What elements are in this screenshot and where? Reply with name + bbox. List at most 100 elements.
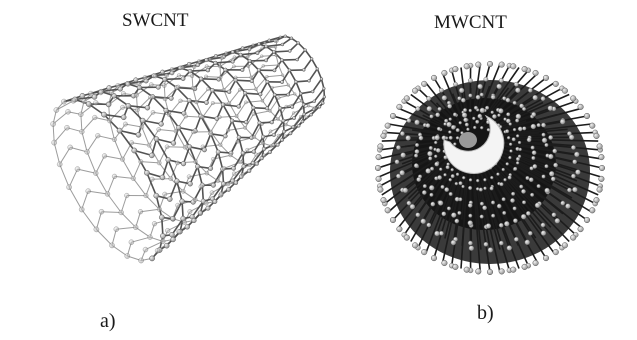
mwcnt-rim-atom — [487, 61, 493, 67]
swcnt-atom — [148, 235, 153, 240]
swcnt-bond — [250, 60, 266, 61]
swcnt-atom — [280, 59, 283, 62]
swcnt-atom — [253, 135, 256, 138]
mwcnt-atom — [488, 248, 493, 253]
swcnt-atom — [280, 138, 283, 141]
swcnt-atom — [244, 101, 247, 104]
swcnt-atom — [297, 42, 300, 45]
mwcnt-atom — [451, 213, 456, 218]
mwcnt-atom — [525, 240, 530, 245]
mwcnt-atom — [472, 117, 475, 120]
mwcnt-atom — [497, 84, 502, 89]
swcnt-atom — [211, 183, 215, 187]
mwcnt-atom — [403, 188, 408, 193]
swcnt-atom — [191, 86, 195, 90]
mwcnt-atom — [526, 176, 530, 180]
mwcnt-atom — [444, 123, 447, 126]
swcnt-bond — [82, 210, 97, 230]
swcnt-atom — [269, 130, 272, 133]
mwcnt-illustration — [375, 61, 605, 275]
mwcnt-atom — [491, 95, 495, 99]
swcnt-atom — [143, 75, 147, 79]
swcnt-atom — [308, 79, 311, 82]
swcnt-atom — [121, 91, 125, 95]
mwcnt-atom — [500, 182, 504, 186]
swcnt-atom — [86, 189, 91, 194]
swcnt-bond — [69, 169, 77, 187]
swcnt-atom — [105, 192, 110, 197]
swcnt-bond — [309, 69, 317, 81]
mwcnt-atom — [468, 78, 472, 82]
swcnt-atom — [223, 134, 227, 138]
swcnt-atom — [292, 112, 295, 115]
swcnt-bond — [189, 173, 207, 177]
mwcnt-atom — [422, 190, 426, 194]
mwcnt-atom — [430, 167, 434, 171]
swcnt-atom — [93, 100, 98, 105]
mwcnt-atom — [447, 163, 450, 166]
swcnt-bond — [96, 173, 108, 194]
swcnt-atom — [226, 182, 230, 186]
mwcnt-rim-atom — [584, 113, 590, 119]
mwcnt-atom — [572, 187, 577, 192]
swcnt-atom — [71, 98, 76, 103]
mwcnt-atom — [415, 120, 420, 125]
mwcnt-atom — [545, 188, 550, 193]
swcnt-atom — [198, 210, 202, 214]
swcnt-atom — [182, 220, 187, 225]
mwcnt-atom — [498, 108, 503, 113]
swcnt-atom — [265, 107, 269, 111]
swcnt-bond — [262, 55, 276, 56]
swcnt-bond — [78, 169, 96, 173]
mwcnt-atom — [510, 198, 514, 202]
swcnt-atom — [151, 110, 155, 114]
swcnt-atom — [303, 113, 306, 116]
mwcnt-rim-atom — [553, 81, 559, 87]
mwcnt-atom — [448, 131, 451, 134]
swcnt-atom — [190, 74, 194, 78]
mwcnt-atom — [553, 149, 557, 153]
swcnt-bond — [215, 62, 232, 63]
mwcnt-atom — [537, 123, 541, 127]
swcnt-atom — [270, 144, 273, 147]
mwcnt-atom — [528, 88, 532, 92]
mwcnt-atom — [565, 204, 570, 209]
swcnt-atom — [209, 130, 213, 134]
mwcnt-atom — [527, 138, 531, 142]
swcnt-atom — [260, 55, 263, 58]
swcnt-bond — [296, 81, 309, 82]
swcnt-bond — [305, 50, 312, 59]
swcnt-atom — [175, 161, 179, 165]
mwcnt-atom — [560, 119, 565, 124]
swcnt-bond — [179, 128, 190, 147]
mwcnt-atom — [436, 148, 440, 152]
mwcnt-atom — [475, 120, 479, 124]
swcnt-atom — [252, 44, 255, 47]
mwcnt-atom — [548, 154, 553, 159]
mwcnt-rim-atom — [412, 88, 418, 94]
swcnt-atom — [109, 90, 114, 95]
swcnt-atom — [145, 105, 150, 110]
mwcnt-atom — [455, 197, 459, 201]
swcnt-atom — [149, 83, 153, 87]
swcnt-atom — [163, 192, 167, 196]
mwcnt-atom — [459, 121, 462, 124]
swcnt-atom — [241, 68, 245, 72]
swcnt-atom — [211, 101, 215, 105]
swcnt-atom — [277, 118, 280, 121]
mwcnt-atom — [444, 119, 448, 123]
mwcnt-atom — [484, 187, 487, 190]
swcnt-atom — [107, 85, 112, 90]
swcnt-atom — [285, 105, 288, 108]
mwcnt-atom — [508, 156, 511, 159]
swcnt-atom — [94, 227, 99, 232]
swcnt-atom — [61, 99, 66, 104]
swcnt-atom — [239, 160, 243, 164]
swcnt-bond — [87, 136, 98, 152]
swcnt-bond — [190, 70, 208, 71]
mwcnt-atom — [549, 171, 554, 176]
mwcnt-atom — [499, 78, 503, 82]
mwcnt-atom — [504, 118, 507, 121]
swcnt-bond — [263, 65, 278, 66]
mwcnt-atom — [516, 114, 521, 119]
